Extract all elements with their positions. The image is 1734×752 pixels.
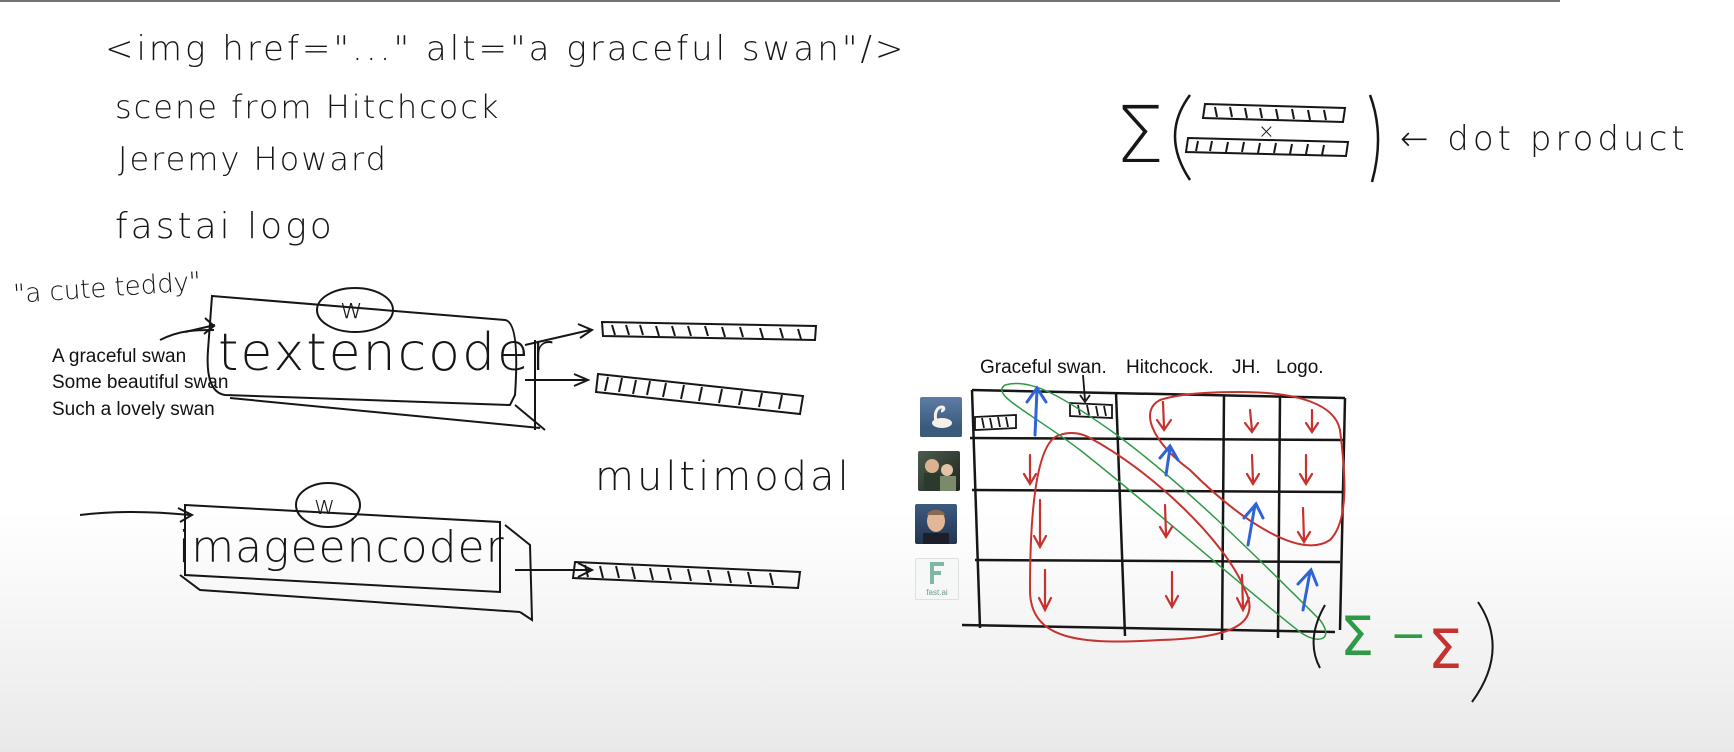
prompt-teddy: "a cute teddy" (12, 267, 202, 310)
image-encoder-box (79, 482, 534, 622)
hitchcock-scene-thumbnail (918, 451, 960, 491)
jeremy-howard-thumbnail (915, 504, 957, 544)
loss-bracket (1312, 601, 1494, 703)
col-header-hitchcock: Hitchcock. (1126, 357, 1214, 378)
text-encoder-weights: w (340, 292, 363, 325)
fastai-logo-caption: fast.ai (926, 588, 948, 597)
dot-product-label: ← dot product (1400, 119, 1689, 159)
prompt-logo: fastai logo (115, 206, 335, 247)
matrix-mini-vectors (974, 374, 1113, 431)
image-embedding-vector (571, 560, 802, 590)
prompt-person: Jeremy Howard (118, 140, 388, 178)
col-header-graceful-swan: Graceful swan. (980, 357, 1107, 378)
loss-red-sigma: Σ (1428, 618, 1462, 681)
dot-product-vector-top (1201, 102, 1347, 124)
caption-2: Some beautiful swan (52, 372, 228, 393)
dot-product-sigma: Σ (1115, 91, 1164, 181)
match-arrows (1025, 385, 1319, 612)
mismatch-arrows (1022, 400, 1320, 613)
dot-product-vector-bottom (1184, 136, 1350, 158)
text-encoder-box (159, 287, 546, 431)
dot-product-times: × (1258, 119, 1275, 143)
text-encoder-label: textencoder (218, 323, 554, 383)
text-embedding-vector-2 (594, 372, 805, 416)
match-highlight-diagonal (1001, 382, 1327, 640)
image-encoder-label: imageencoder (178, 522, 505, 573)
fastai-logo-thumbnail: fast.ai (915, 558, 959, 600)
mismatch-highlight-ovals (1028, 390, 1346, 643)
text-encoder-output-arrows (524, 323, 595, 430)
swan-photo-thumbnail (920, 397, 962, 437)
image-encoder-weights: w (314, 491, 335, 521)
prompt-scene: scene from Hitchcock (115, 88, 500, 126)
prompt-img-tag: <img href="..." alt="a graceful swan"/> (105, 29, 906, 69)
col-header-jh: JH. (1232, 357, 1261, 378)
loss-minus: − (1390, 610, 1427, 661)
caption-1: A graceful swan (52, 346, 186, 367)
multimodal-label: multimodal (595, 454, 852, 500)
image-encoder-output-arrow (515, 562, 595, 578)
caption-3: Such a lovely swan (52, 399, 215, 420)
loss-green-sigma: Σ (1340, 605, 1374, 668)
dot-product-bracket (1173, 94, 1380, 183)
col-header-logo: Logo. (1276, 357, 1324, 378)
text-embedding-vector-1 (600, 320, 818, 342)
